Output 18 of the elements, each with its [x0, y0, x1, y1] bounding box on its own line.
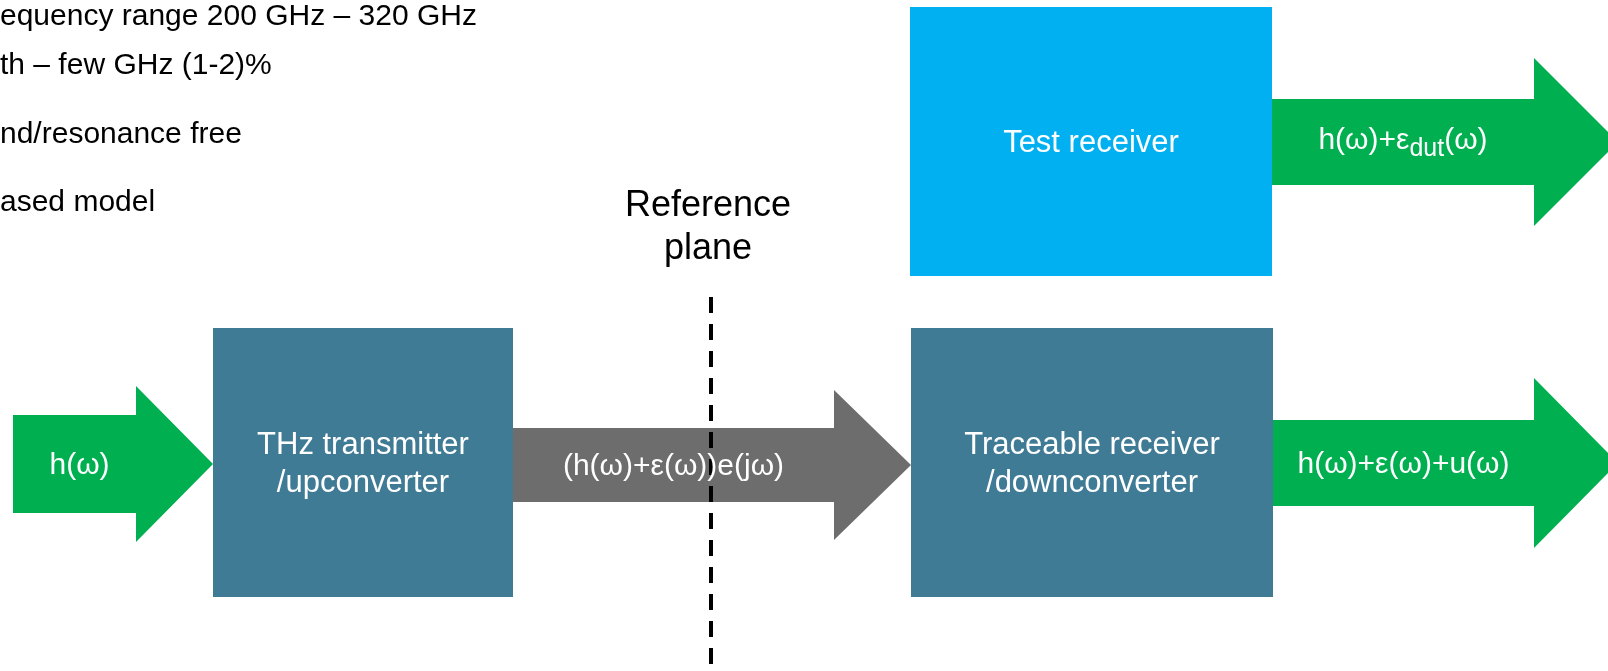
- edge-label: h(ω)+ε$_{dut}$(ω): [1318, 122, 1488, 162]
- block-arrow: [1273, 378, 1608, 548]
- edge-label: h(ω)+ε(ω)+u(ω): [1297, 446, 1510, 480]
- bullet-text: equency range 200 GHz – 320 GHz: [0, 0, 477, 33]
- box-label: Traceable receiver /downconverter: [963, 425, 1221, 500]
- bullet-text: nd/resonance free: [0, 115, 242, 151]
- block-arrow: [13, 386, 213, 542]
- box-label: Test receiver: [1002, 122, 1180, 161]
- process-box: [910, 7, 1272, 276]
- block-arrow: [513, 390, 911, 540]
- process-box: [213, 328, 513, 597]
- bullet-text: th – few GHz (1-2)%: [0, 46, 272, 82]
- box-label: THz transmitter /upconverter: [256, 425, 470, 500]
- reference-plane-label: Reference plane: [623, 182, 793, 269]
- block-arrow: [1272, 58, 1608, 226]
- edge-label: h(ω): [49, 447, 110, 481]
- process-box: [911, 328, 1273, 597]
- bullet-text: ased model: [0, 183, 156, 219]
